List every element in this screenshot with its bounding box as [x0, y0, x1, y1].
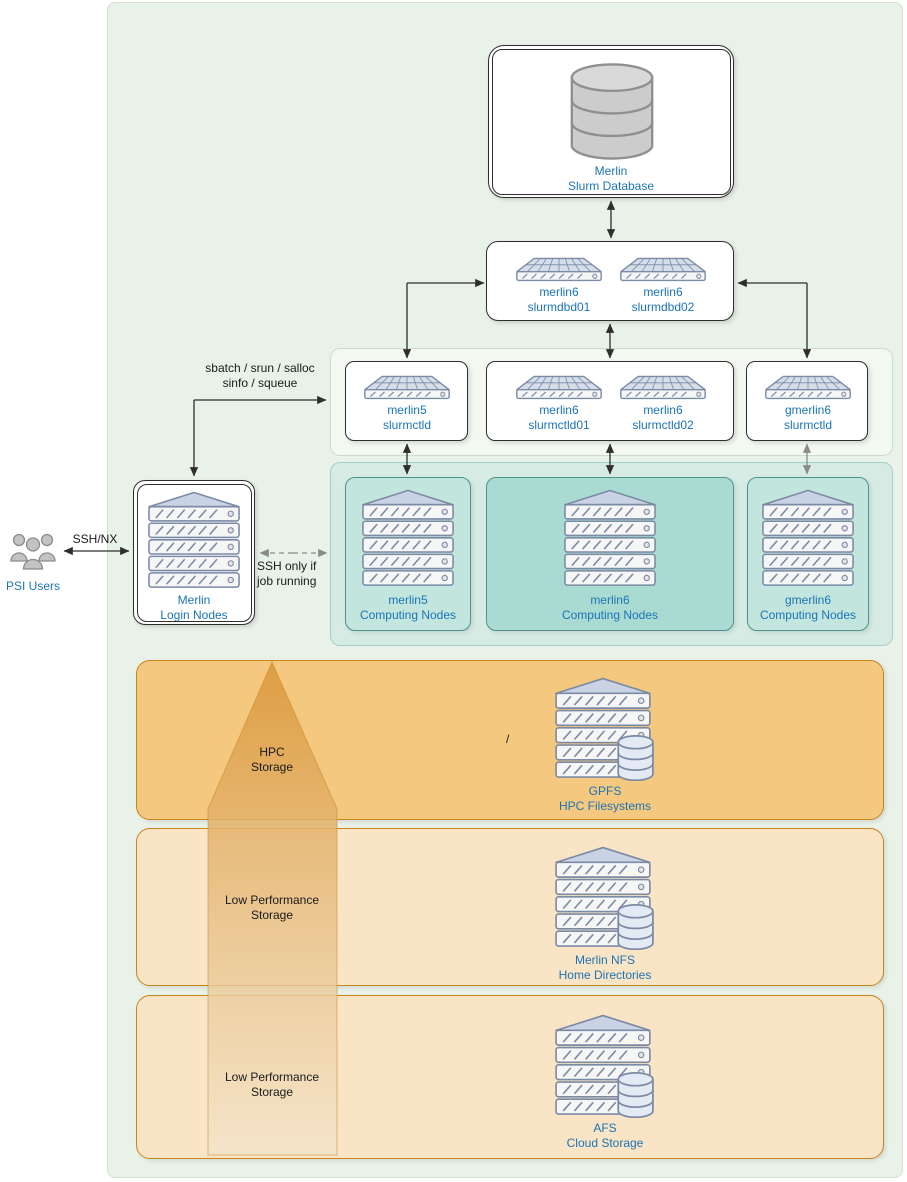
gmerlin6-slurmctld-box: gmerlin6 slurmctld: [746, 361, 868, 441]
gmerlin6-computing-label-line1: gmerlin6: [784, 593, 832, 607]
merlin6-slurmctld01-group: merlin6 slurmctld01: [507, 372, 611, 432]
merlin6-slurmctld02-label-line2: slurmctld02: [632, 417, 694, 432]
rack-server-icon: [619, 372, 707, 400]
psi-users-label: PSI Users: [5, 579, 60, 593]
login-label-line1: Merlin: [177, 593, 211, 607]
low-performance-storage-label-1: Low Performance Storage: [224, 893, 320, 922]
merlin5-computing-box: merlin5 Computing Nodes: [345, 477, 471, 631]
storage-server-icon: [553, 844, 657, 950]
merlin6-slurmctld-box: merlin6 slurmctld01 merlin6 slurmctld02: [486, 361, 734, 441]
login-label-line2: Login Nodes: [160, 607, 228, 622]
low-performance-storage-label-2: Low Performance Storage: [224, 1070, 320, 1099]
gpfs-label-line1: GPFS: [588, 784, 622, 798]
gmerlin6-computing-box: gmerlin6 Computing Nodes: [747, 477, 869, 631]
afs-group: AFS Cloud Storage: [552, 1012, 658, 1150]
user-group-icon: [6, 527, 60, 571]
rack-server-icon: [515, 372, 603, 400]
storage-server-icon: [553, 675, 657, 781]
slurmdbd01-label-line1: merlin6: [539, 285, 579, 299]
nfs-label-line2: Home Directories: [558, 967, 652, 982]
slurm-database-label-line1: Merlin: [594, 164, 628, 178]
slurm-database-box: Merlin Slurm Database: [488, 45, 734, 198]
slurmdbd01-label-line2: slurmdbd01: [527, 299, 591, 314]
merlin5-slurmctld-label-line1: merlin5: [387, 403, 427, 417]
merlin6-computing-box: merlin6 Computing Nodes: [486, 477, 734, 631]
server-stack-icon: [563, 487, 657, 589]
slurmdbd01-group: merlin6 slurmdbd01: [507, 254, 611, 314]
slurmdbd-box: merlin6 slurmdbd01 merlin6 slurmdbd02: [486, 241, 734, 321]
merlin6-computing-label-line1: merlin6: [590, 593, 630, 607]
database-icon: [564, 60, 660, 160]
gmerlin6-slurmctld-label-line2: slurmctld: [783, 417, 832, 432]
merlin5-slurmctld-label-line2: slurmctld: [382, 417, 431, 432]
gmerlin6-slurmctld-label-line1: gmerlin6: [784, 403, 831, 417]
merlin5-slurmctld-box: merlin5 slurmctld: [345, 361, 468, 441]
slurmdbd02-label-line1: merlin6: [643, 285, 683, 299]
rack-server-icon: [515, 254, 603, 282]
gmerlin6-computing-label-line2: Computing Nodes: [759, 607, 857, 622]
gpfs-label-line2: HPC Filesystems: [558, 798, 651, 813]
server-stack-icon: [761, 487, 855, 589]
merlin6-slurmctld01-label-line2: slurmctld01: [528, 417, 590, 432]
slurmdbd02-label-line2: slurmdbd02: [631, 299, 695, 314]
merlin6-slurmctld02-group: merlin6 slurmctld02: [611, 372, 715, 432]
afs-label-line2: Cloud Storage: [566, 1135, 644, 1150]
rack-server-icon: [619, 254, 707, 282]
merlin5-computing-label-line1: merlin5: [388, 593, 428, 607]
afs-label-line1: AFS: [593, 1121, 617, 1135]
server-stack-icon: [361, 487, 455, 589]
merlin5-computing-label-line2: Computing Nodes: [359, 607, 457, 622]
hpc-storage-label: HPC Storage: [250, 745, 294, 774]
storage-server-icon: [553, 1012, 657, 1118]
merlin6-slurmctld01-label-line1: merlin6: [539, 403, 579, 417]
slurmdbd02-group: merlin6 slurmdbd02: [611, 254, 715, 314]
login-nodes-box: Merlin Login Nodes: [133, 480, 255, 625]
ssh-only-label: SSH only if job running: [257, 559, 317, 588]
merlin6-computing-label-line2: Computing Nodes: [561, 607, 659, 622]
ssh-nx-label: SSH/NX: [72, 532, 118, 546]
merlin6-slurmctld02-label-line1: merlin6: [643, 403, 683, 417]
slurm-database-label-line2: Slurm Database: [567, 178, 655, 193]
rack-server-icon: [363, 372, 451, 400]
nfs-label-line1: Merlin NFS: [574, 953, 635, 967]
nfs-group: Merlin NFS Home Directories: [552, 844, 658, 982]
mount-point-label: /: [506, 732, 510, 746]
scheduler-commands-label: sbatch / srun / salloc sinfo / squeue: [205, 361, 315, 390]
server-stack-icon: [147, 489, 241, 591]
gpfs-group: GPFS HPC Filesystems: [552, 675, 658, 813]
gpfs-storage-box: / GPFS HPC Filesystems: [136, 660, 884, 820]
rack-server-icon: [764, 372, 852, 400]
